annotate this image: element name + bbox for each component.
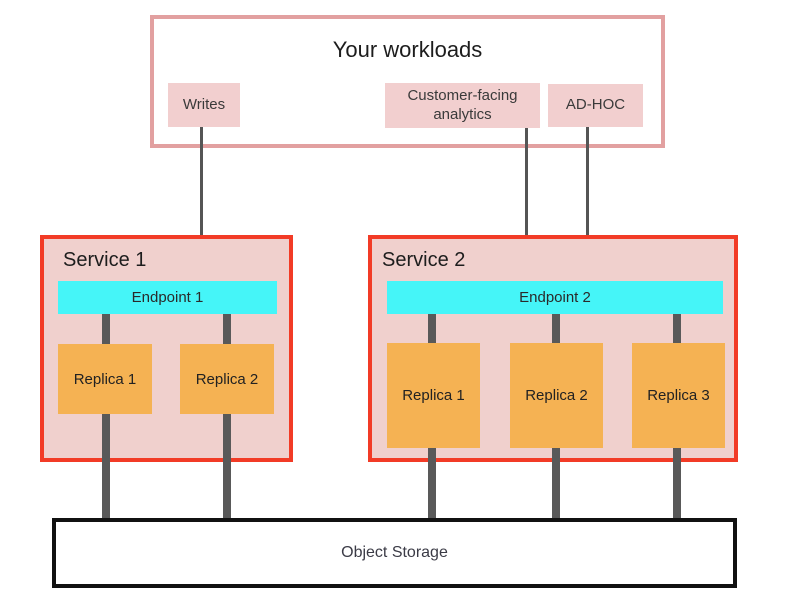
service-2-replica-2: Replica 2 [510, 343, 603, 448]
object-storage-label: Object Storage [341, 544, 448, 561]
connector-s1-replica2-storage [223, 414, 231, 520]
connector-s1-replica1-storage [102, 414, 110, 520]
connector-endpoint2-replica1 [428, 314, 436, 343]
endpoint-2: Endpoint 2 [387, 281, 723, 314]
workload-item-customer-facing-analytics: Customer-facing analytics [385, 83, 540, 128]
service-2-title: Service 2 [382, 249, 466, 271]
arrow-writes-to-service-1 [200, 127, 203, 262]
service-2-box: Service 2 Endpoint 2 Replica 1 Replica 2… [368, 235, 738, 462]
service-1-title: Service 1 [63, 249, 147, 271]
connector-endpoint2-replica3 [673, 314, 681, 343]
workload-item-writes: Writes [168, 83, 240, 127]
service-2-replica-1: Replica 1 [387, 343, 480, 448]
service-1-replica-1: Replica 1 [58, 344, 152, 414]
your-workloads-box: Your workloads Writes Customer-facing an… [150, 15, 665, 148]
connector-s2-replica3-storage [673, 448, 681, 520]
service-2-replica-3: Replica 3 [632, 343, 725, 448]
service-1-replica-2: Replica 2 [180, 344, 274, 414]
connector-s2-replica1-storage [428, 448, 436, 520]
connector-endpoint1-replica1 [102, 314, 110, 344]
service-1-box: Service 1 Endpoint 1 Replica 1 Replica 2 [40, 235, 293, 462]
object-storage-box: Object Storage [52, 518, 737, 588]
endpoint-1: Endpoint 1 [58, 281, 277, 314]
arrow-analytics-to-service-2 [525, 128, 528, 262]
connector-endpoint1-replica2 [223, 314, 231, 344]
workloads-title: Your workloads [332, 37, 483, 62]
connector-s2-replica2-storage [552, 448, 560, 520]
connector-endpoint2-replica2 [552, 314, 560, 343]
arrow-ad-hoc-to-service-2 [586, 127, 589, 262]
workload-item-ad-hoc: AD-HOC [548, 84, 643, 127]
